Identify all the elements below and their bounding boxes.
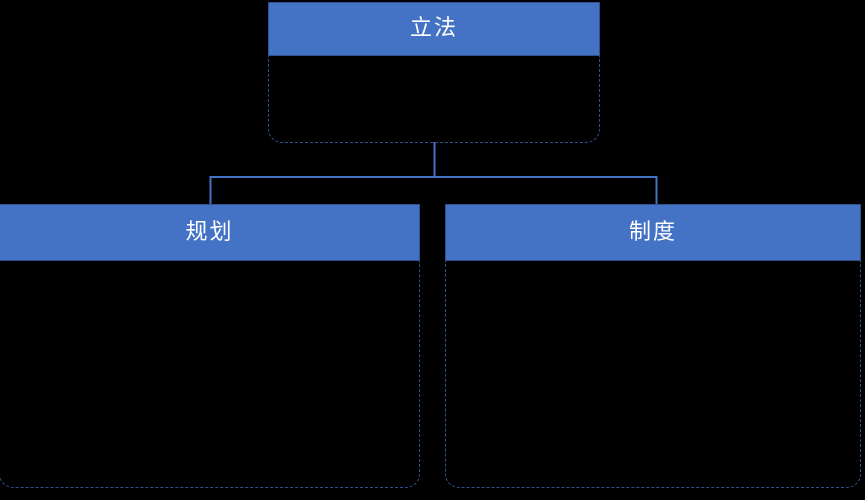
node-planning-title: 规划 bbox=[0, 204, 420, 261]
node-planning-body bbox=[0, 261, 420, 488]
node-system[interactable]: 制度 bbox=[445, 204, 861, 488]
node-system-body bbox=[445, 261, 861, 488]
node-system-title: 制度 bbox=[445, 204, 861, 261]
node-root-body bbox=[268, 56, 600, 143]
node-planning[interactable]: 规划 bbox=[0, 204, 420, 488]
node-root[interactable]: 立法 bbox=[268, 2, 600, 143]
node-root-title: 立法 bbox=[268, 2, 600, 56]
